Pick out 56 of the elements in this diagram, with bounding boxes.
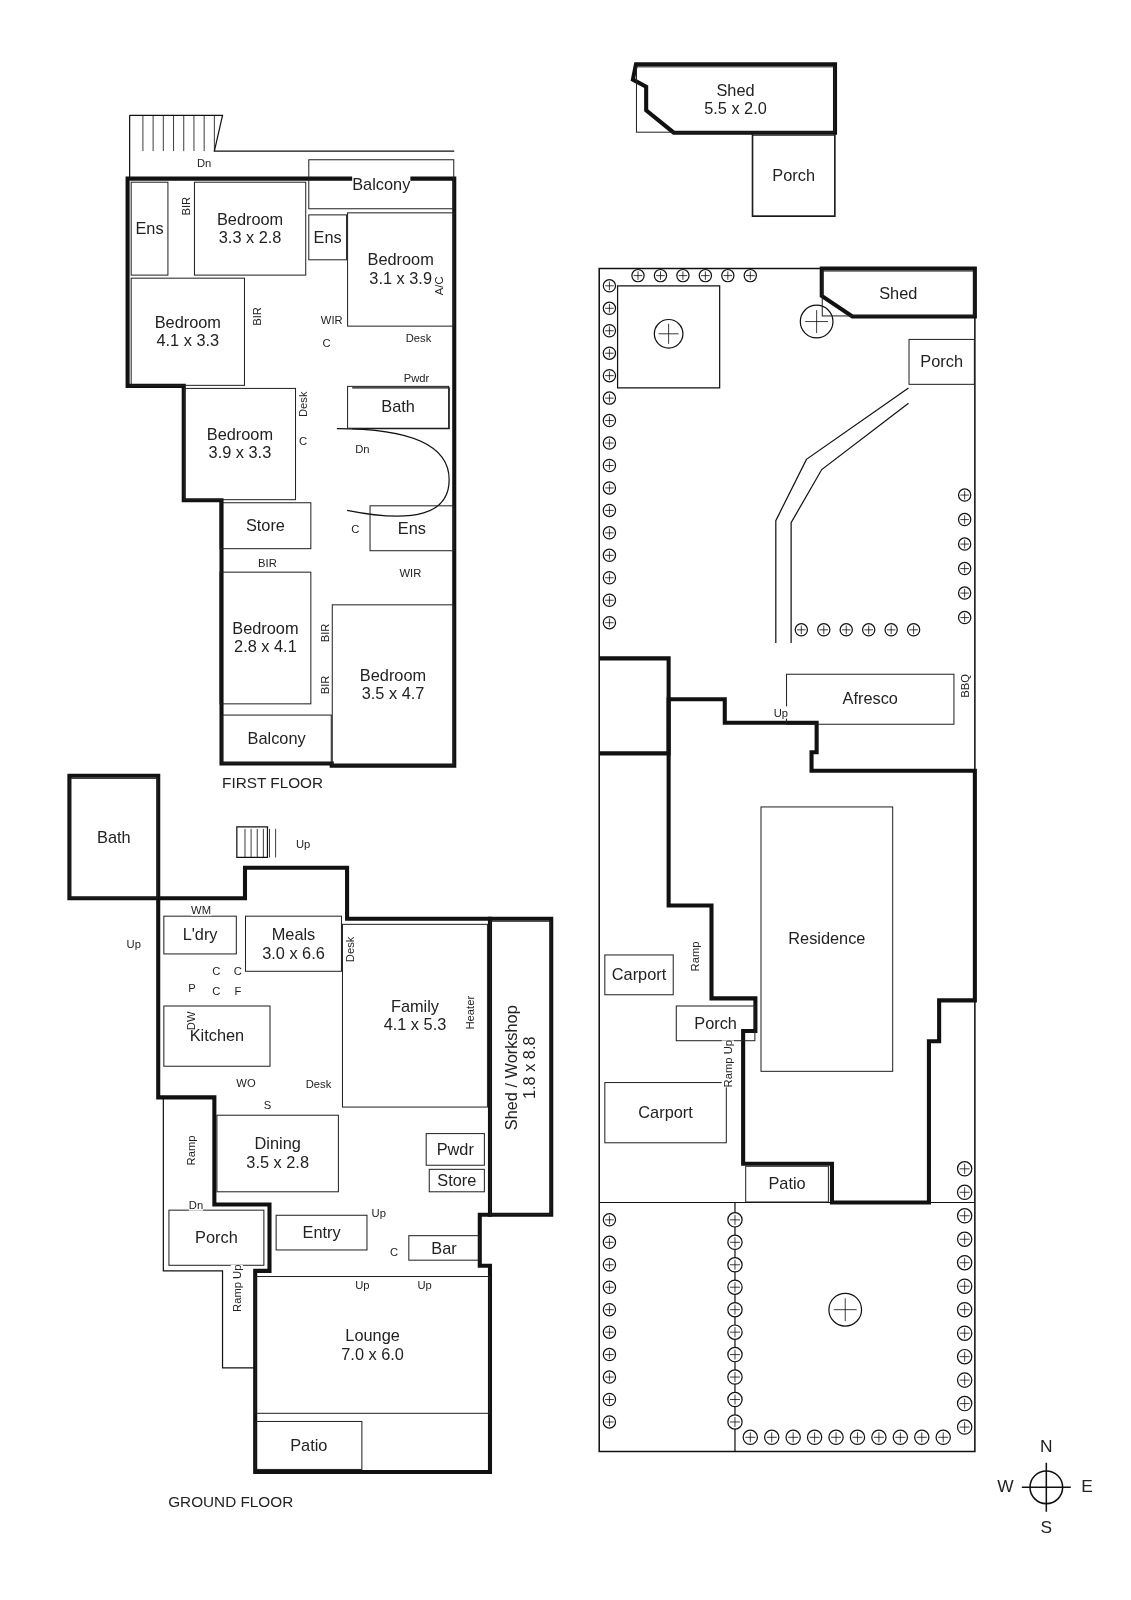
room-name: Entry — [302, 1223, 341, 1242]
room-name: Shed / Workshop — [502, 1005, 521, 1131]
fixture-label: A/C — [432, 276, 446, 296]
room-name: Carport — [611, 965, 667, 985]
fixture-label: Up — [126, 938, 141, 951]
fixture-label: Heater — [463, 995, 476, 1030]
fixture-label: Ramp Up — [230, 1264, 243, 1312]
fixture-label: S — [263, 1098, 272, 1111]
fixture-label: C — [322, 336, 331, 350]
fixture-label: C — [233, 964, 242, 977]
fixture-label: F — [234, 985, 242, 998]
fixture-label: Desk — [405, 331, 432, 344]
fixture-label: C — [212, 985, 221, 998]
compass-letter: W — [997, 1478, 1014, 1497]
fixture-label: WIR — [399, 566, 422, 579]
fixture-label: Desk — [344, 936, 357, 963]
compass-letter: S — [1040, 1518, 1053, 1538]
fixture-label: WM — [191, 903, 212, 916]
fixture-label: Ramp — [689, 941, 702, 972]
room-name: Family — [390, 997, 439, 1016]
fixture-label: Up — [296, 838, 311, 851]
fixture-label: BIR — [258, 556, 277, 569]
fixture-label: BIR — [318, 623, 331, 643]
fixture-label: Up — [773, 706, 789, 719]
fixture-label: Ramp Up — [721, 1039, 734, 1088]
floor-title: FIRST FLOOR — [222, 774, 324, 792]
fixture-label: Ramp — [184, 1135, 197, 1166]
fixture-label: BIR — [318, 675, 331, 695]
fixture-label: Dn — [188, 1198, 204, 1211]
room-name: Lounge — [345, 1326, 400, 1345]
fixture-label: Dn — [355, 443, 370, 456]
fixture-label: C — [299, 434, 308, 448]
compass-letter: E — [1081, 1478, 1093, 1497]
fixture-label: Up — [417, 1279, 432, 1292]
fixture-label: WO — [236, 1076, 256, 1090]
fixture-label: Up — [371, 1206, 386, 1219]
fixture-label: BIR — [251, 307, 264, 326]
floor-title: GROUND FLOOR — [168, 1493, 294, 1510]
fixture-label: BBQ — [958, 674, 971, 698]
fixture-label: Dn — [197, 157, 212, 170]
fixture-label: C — [351, 522, 360, 535]
fixture-label: Pwdr — [403, 371, 430, 384]
fixture-label: C — [389, 1245, 399, 1258]
fixture-label: Desk — [297, 391, 310, 418]
fixture-label: WIR — [320, 313, 343, 326]
room-name: Carport — [638, 1103, 693, 1122]
compass-letter: N — [1040, 1437, 1053, 1456]
room-name: Balcony — [352, 175, 411, 194]
room-name: Dining — [254, 1135, 301, 1154]
fixture-label: Up — [355, 1279, 370, 1292]
fixture-label: BIR — [179, 196, 192, 216]
room-name: Balcony — [247, 729, 306, 749]
room-name: L'dry — [182, 925, 218, 945]
fixture-label: C — [212, 964, 221, 977]
fixture-label: Desk — [305, 1077, 332, 1091]
fixture-label: P — [188, 982, 196, 995]
